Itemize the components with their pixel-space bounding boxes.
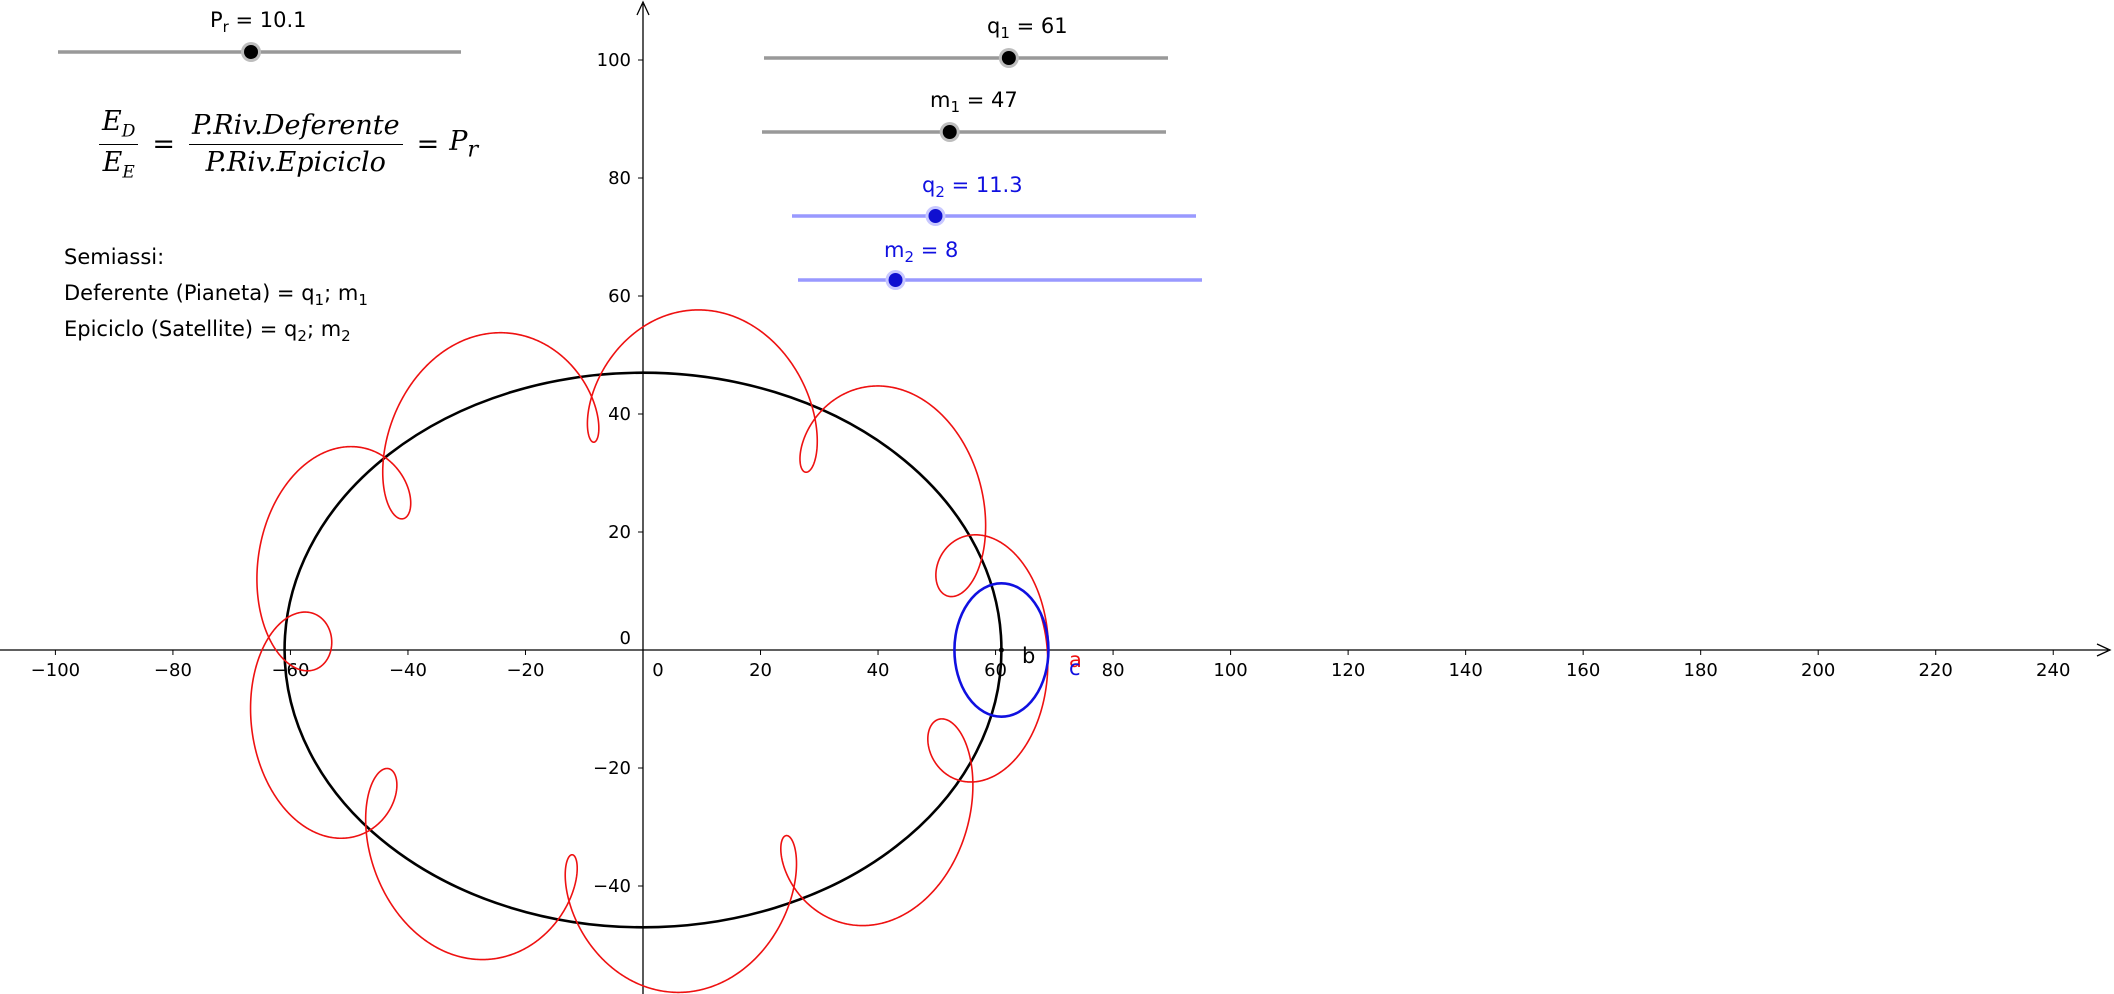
- x-tick-label: 160: [1566, 660, 1600, 681]
- x-tick-label: 60: [984, 660, 1007, 681]
- slider-label-q2: q2 = 11.3: [922, 173, 1023, 202]
- slider-label-m1: m1 = 47: [930, 88, 1018, 117]
- x-tick-label: −100: [31, 660, 80, 681]
- y-axis-arrow: [636, 0, 650, 16]
- x-tick-label: 100: [1213, 660, 1247, 681]
- y-tick-label: 20: [608, 522, 631, 543]
- x-tick-label: 240: [2036, 660, 2070, 681]
- x-tick-label: 0: [652, 660, 663, 681]
- x-tick-label: 200: [1801, 660, 1835, 681]
- point-label-a: a: [1069, 648, 1082, 672]
- y-tick-label: 80: [608, 168, 631, 189]
- formula-equals-1: =: [152, 128, 175, 160]
- slider-label-q1: q1 = 61: [987, 14, 1068, 43]
- x-tick-label: 20: [749, 660, 772, 681]
- slider-label-m2: m2 = 8: [884, 238, 959, 267]
- x-tick-label: −20: [506, 660, 544, 681]
- slider-knob-q1[interactable]: [1001, 51, 1016, 65]
- point-label-b: b: [1022, 644, 1036, 668]
- y-tick-label: 100: [597, 50, 631, 71]
- point-label-c: c: [1069, 656, 1081, 680]
- slider-knob-Pr[interactable]: [244, 45, 259, 59]
- ratio-formula: ED EE = P.Riv.Deferente P.Riv.Epiciclo =…: [95, 104, 478, 184]
- point-b: [998, 647, 1004, 653]
- x-tick-label: −40: [389, 660, 427, 681]
- semiaxes-deferent: Deferente (Pianeta) = q1; m1: [64, 281, 368, 310]
- x-tick-label: 180: [1684, 660, 1718, 681]
- y-tick-label: −20: [593, 758, 631, 779]
- x-tick-label: −60: [271, 660, 309, 681]
- curves: [249, 309, 1050, 994]
- sliders: [58, 42, 1202, 290]
- epicycle-trace: [249, 309, 1050, 994]
- slider-knob-m2[interactable]: [888, 273, 903, 287]
- y-tick-label: 0: [620, 628, 631, 649]
- x-tick-label: −80: [154, 660, 192, 681]
- y-tick-label: −40: [593, 876, 631, 897]
- slider-knob-m1[interactable]: [942, 125, 957, 139]
- semiaxes-epicycle: Epiciclo (Satellite) = q2; m2: [64, 317, 351, 346]
- y-tick-label: 60: [608, 286, 631, 307]
- x-tick-label: 40: [867, 660, 890, 681]
- semiaxes-title: Semiassi:: [64, 245, 165, 269]
- formula-equals-2: =: [416, 128, 440, 160]
- formula-mid-fraction: P.Riv.Deferente P.Riv.Epiciclo: [188, 110, 403, 178]
- x-tick-label: 220: [1919, 660, 1953, 681]
- x-axis-arrow: [2096, 643, 2112, 657]
- y-tick-label: 40: [608, 404, 631, 425]
- slider-knob-q2[interactable]: [928, 209, 943, 223]
- formula-lhs-fraction: ED EE: [99, 106, 139, 183]
- x-tick-label: 80: [1102, 660, 1125, 681]
- slider-label-pr: Pr = 10.1: [210, 8, 307, 37]
- epicycle-ellipse: [953, 582, 1050, 718]
- formula-rhs: Pr: [449, 125, 479, 163]
- x-tick-label: 120: [1331, 660, 1365, 681]
- x-tick-label: 140: [1448, 660, 1482, 681]
